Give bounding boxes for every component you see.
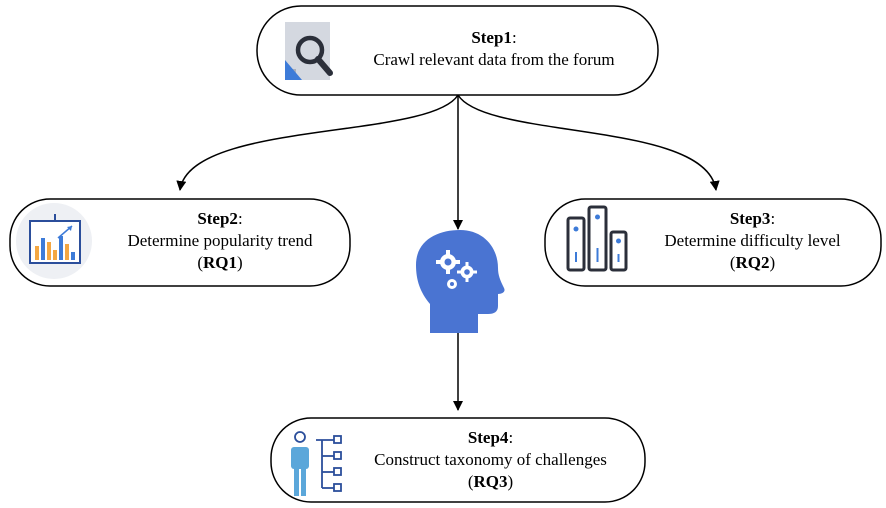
step3-description: Determine difficulty level <box>664 231 841 250</box>
step4-text: Step4: Construct taxonomy of challenges … <box>343 427 638 493</box>
bar-chart-presentation-icon <box>16 203 92 279</box>
step3-text: Step3: Determine difficulty level (RQ2) <box>630 208 875 274</box>
step4-description: Construct taxonomy of challenges <box>374 450 607 469</box>
step4-box <box>270 417 646 503</box>
server-racks-icon <box>566 205 628 272</box>
step2-title: Step2 <box>197 209 238 228</box>
arrow-step1-to-step2 <box>176 94 459 191</box>
step1-text: Step1: Crawl relevant data from the foru… <box>338 27 650 71</box>
step1-title: Step1 <box>471 28 512 47</box>
step2-text: Step2: Determine popularity trend (RQ1) <box>95 208 345 274</box>
step3-box <box>544 198 882 287</box>
step4-title: Step4 <box>467 428 509 447</box>
step3-rq: RQ2 <box>735 253 770 272</box>
step1-box <box>256 5 659 96</box>
step4-rq: RQ3 <box>473 472 508 491</box>
step2-description: Determine popularity trend <box>127 231 313 250</box>
person-taxonomy-icon <box>291 431 342 496</box>
step3-title: Step3 <box>729 209 771 228</box>
search-document-icon <box>285 22 333 80</box>
head-gears-icon <box>416 230 505 333</box>
step2-rq: RQ1 <box>203 253 237 272</box>
arrow-step1-to-step3 <box>457 94 720 191</box>
step1-description: Crawl relevant data from the forum <box>373 50 615 69</box>
step2-box <box>9 198 351 287</box>
